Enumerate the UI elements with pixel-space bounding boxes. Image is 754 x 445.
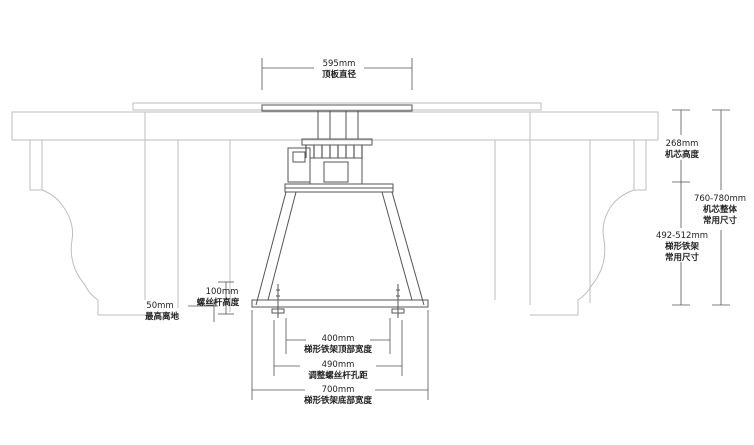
screw-label: 螺丝杆高度 [197,297,240,308]
hole-label: 调整螺丝杆孔距 [308,370,368,381]
screw-value: 100mm [206,287,239,297]
overall-value: 760-780mm [694,194,746,204]
table-outline [11,102,659,316]
frame-top-label: 梯形铁架顶部宽度 [304,344,373,355]
overall-label-1: 机芯整体 [703,204,738,215]
core-height-value: 268mm [666,139,699,149]
frame-bottom-value: 700mm [322,385,355,395]
core-height-label: 机芯高度 [665,149,700,160]
frame-bottom-label: 梯形铁架底部宽度 [304,395,373,406]
frame-value: 492-512mm [656,231,708,241]
dim-left-small [188,281,234,322]
ground-value: 50mm [146,301,173,311]
frame-label-1: 梯形铁架 [665,241,700,252]
top-diameter-label: 顶板直径 [322,69,357,80]
overall-label-2: 常用尺寸 [703,215,738,226]
top-diameter-value: 595mm [323,59,356,69]
dim-top-diameter [261,58,413,90]
dim-right-verticals [672,109,730,306]
dim-bottom [251,310,429,400]
motor-core [261,104,413,193]
frame-top-value: 400mm [322,334,355,344]
trapezoid-frame [251,191,429,318]
ground-label: 最高离地 [145,311,180,322]
frame-label-2: 常用尺寸 [665,252,700,263]
hole-value: 490mm [322,360,355,370]
